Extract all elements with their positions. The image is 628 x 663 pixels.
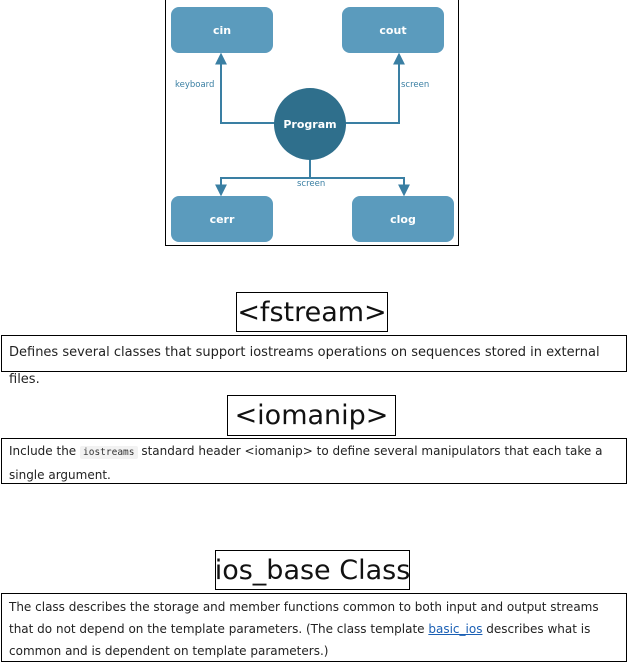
io-stream-diagram: cin cout Program cerr clog keyboard scre…	[165, 0, 459, 246]
desc-iomanip: Include the iostreams standard header <i…	[1, 438, 627, 484]
heading-iomanip: <iomanip>	[227, 395, 396, 436]
code-iostreams: iostreams	[80, 446, 138, 459]
edge-program-cerr	[215, 177, 310, 197]
desc-ios-base: The class describes the storage and memb…	[1, 593, 627, 662]
diagram-edges	[215, 52, 410, 197]
node-cout: cout	[342, 7, 444, 53]
edge-label-screen-bottom: screen	[297, 179, 326, 189]
node-program: Program	[274, 88, 346, 160]
desc-fstream: Defines several classes that support ios…	[1, 335, 627, 387]
node-clog: clog	[352, 196, 454, 242]
link-basic-ios[interactable]: basic_ios	[428, 622, 483, 636]
desc-ios-base-after: describes what is common and is dependen…	[9, 622, 591, 658]
heading-ios-base: ios_base Class	[215, 550, 410, 590]
edge-program-cin	[215, 52, 276, 124]
desc-iomanip-before: Include the	[9, 444, 81, 458]
edge-program-clog	[310, 177, 410, 197]
heading-fstream: <fstream>	[236, 292, 388, 332]
edge-label-keyboard: keyboard	[175, 80, 215, 90]
node-cin: cin	[171, 7, 273, 53]
desc-iomanip-after: standard header <iomanip> to define seve…	[9, 444, 603, 482]
edge-label-screen-right: screen	[401, 80, 430, 90]
node-cerr: cerr	[171, 196, 273, 242]
desc-fstream-text: Defines several classes that support ios…	[9, 345, 600, 387]
desc-ios-base-before: The class describes the storage and memb…	[9, 600, 599, 636]
edge-program-cout	[344, 52, 405, 124]
